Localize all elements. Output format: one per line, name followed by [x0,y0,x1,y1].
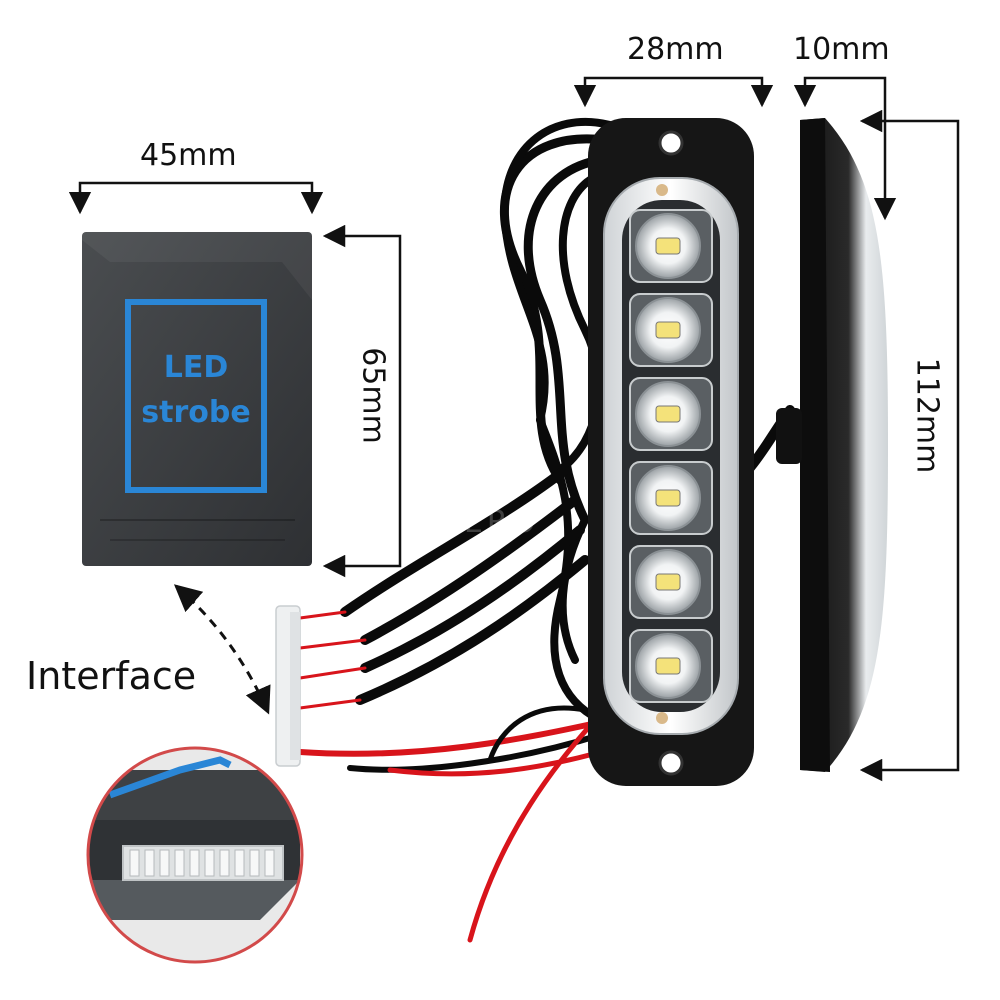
wire-bundle [297,117,795,943]
interface-connector [275,605,301,767]
controller-label-frame [125,299,267,493]
dimension-lines [68,76,960,782]
connector-pin [189,849,200,877]
led-5 [629,545,713,619]
box-width-label: 45mm [140,138,237,173]
connector-pin [159,849,170,877]
strobe-light-front [588,118,754,786]
connector-pin [264,849,275,877]
connector-pins [129,849,275,877]
connector-pin [144,849,155,877]
light-side-profile [776,118,888,772]
connector-pin [234,849,245,877]
controller-label-line1: LED [163,350,229,385]
led-3 [629,377,713,451]
connector-pin [249,849,260,877]
connector-pin [174,849,185,877]
led-6 [629,629,713,703]
connector-pin [129,849,140,877]
light-height-label: 112mm [909,357,945,474]
led-array [629,209,713,703]
connector-pin [204,849,215,877]
mount-hole-bottom [658,750,684,776]
interface-zoom-inset [86,746,304,964]
watermark-text: HVIERO [400,505,540,540]
interface-callout-arrow [173,584,271,715]
box-height-label: 65mm [355,347,391,444]
led-4 [629,461,713,535]
controller-box [82,232,312,566]
light-width-label: 28mm [627,32,724,67]
connector-pin [219,849,230,877]
interface-label: Interface [26,654,197,698]
light-depth-label: 10mm [793,32,890,67]
controller-label-line2: strobe [141,395,251,430]
led-1 [629,209,713,283]
mount-hole-top [658,130,684,156]
led-2 [629,293,713,367]
